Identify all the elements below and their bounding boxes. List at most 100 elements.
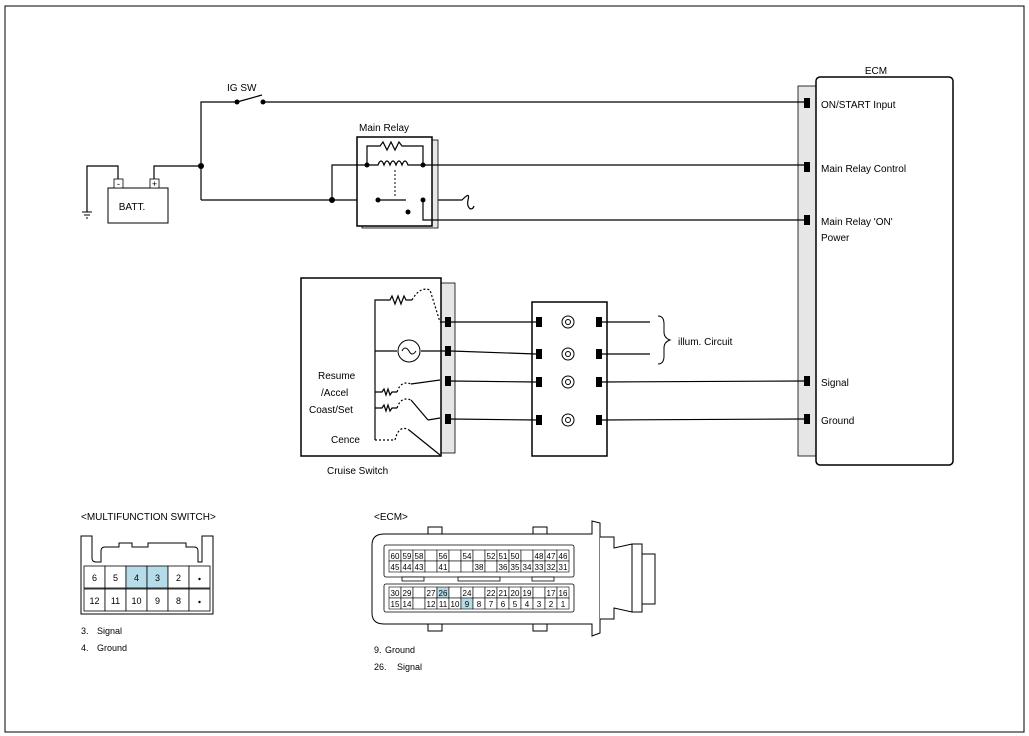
mfs-pin-label: 12 xyxy=(89,596,99,606)
ecm-pin-label: 22 xyxy=(487,589,496,598)
main-relay-label: Main Relay xyxy=(359,123,409,134)
power-wiring xyxy=(153,101,804,210)
ecm-pin-label: 51 xyxy=(499,552,508,561)
ecm-pin-label: 33 xyxy=(535,563,544,572)
switch-wiring: illum. Circuit xyxy=(445,315,805,425)
ecm-pin-cell xyxy=(412,597,426,610)
ecm-pin-cell xyxy=(448,586,462,599)
battery: - + BATT. xyxy=(107,178,169,224)
ecm-pin-label: 41 xyxy=(439,563,448,572)
cruise-resume: Resume xyxy=(318,371,356,382)
main-relay: Main Relay xyxy=(331,123,804,229)
battery-minus: - xyxy=(117,179,120,189)
ecm-pin-cell xyxy=(424,549,438,562)
ecm-pin-label: 36 xyxy=(499,563,508,572)
mfs-title: <MULTIFUNCTION SWITCH> xyxy=(81,512,216,523)
battery-label: BATT. xyxy=(119,202,145,213)
ecm-pin-label: 46 xyxy=(559,552,568,561)
ecm-pin-label: 32 xyxy=(547,563,556,572)
mfs-legend-1-text: Signal xyxy=(97,626,122,636)
cruise-switch-caption: Cruise Switch xyxy=(327,466,388,477)
ecm-pin-on-start: ON/START Input xyxy=(821,100,896,111)
ecm-pin-ground: Ground xyxy=(821,416,854,427)
ecm-pin-label: 4 xyxy=(525,600,530,609)
ecm-pin-label: 15 xyxy=(391,600,400,609)
ecm-pin-cell xyxy=(448,549,462,562)
mfs-pin-cell xyxy=(188,588,211,612)
ecm-pin-label: 58 xyxy=(415,552,424,561)
ecm-pin-cell xyxy=(448,560,462,573)
ecm-pin-cell xyxy=(520,549,534,562)
ecm-pin-label: 26 xyxy=(439,589,448,598)
ecm-pin-label: 50 xyxy=(511,552,520,561)
page-frame xyxy=(4,5,1025,733)
battery-plus: + xyxy=(152,179,157,189)
ecm-pin-label: 24 xyxy=(463,589,472,598)
mfs-legend-2-text: Ground xyxy=(97,643,127,653)
ecm-pin-cell xyxy=(472,549,486,562)
mfs-legend-1-num: 3. xyxy=(81,626,89,636)
ecm-pin-cell xyxy=(556,597,570,610)
ecm-pin-cell xyxy=(472,586,486,599)
ecm-pin-label: 60 xyxy=(391,552,400,561)
ecm-pin-label: 52 xyxy=(487,552,496,561)
ecm-pin-cell xyxy=(484,560,498,573)
cruise-accel: /Accel xyxy=(321,388,348,399)
ecm-legend-1-num: 9. xyxy=(374,645,382,655)
ecm-legend-2-num: 26. xyxy=(374,662,387,672)
mfs-pin-empty-mark xyxy=(198,577,201,581)
ecm-pin-label: 12 xyxy=(427,600,436,609)
ecm-pin-label: 59 xyxy=(403,552,412,561)
ecm-pin-label: 20 xyxy=(511,589,520,598)
mfs-pin-label: 6 xyxy=(92,573,97,583)
ecm-pin-label: 1 xyxy=(561,600,566,609)
cruise-cence: Cence xyxy=(331,435,360,446)
mfs-pin-label: 9 xyxy=(155,596,160,606)
ecm-title: ECM xyxy=(865,66,887,77)
ecm-pin-label: 10 xyxy=(451,600,460,609)
clock-spring-coil-icon xyxy=(561,315,575,427)
mfs-legend-2-num: 4. xyxy=(81,643,89,653)
ecm-pin-cell xyxy=(532,586,546,599)
ecm-pin-label: 2 xyxy=(549,600,554,609)
ecm-pin-label: 17 xyxy=(547,589,556,598)
ecm-pin-label: 6 xyxy=(501,600,506,609)
ecm-pin-cell xyxy=(424,560,438,573)
ecm-pin-main-relay-on: Main Relay 'ON' xyxy=(821,217,893,228)
ecm-pin-label: 11 xyxy=(439,600,448,609)
ecm-pin-label: 35 xyxy=(511,563,520,572)
ecm-pin-label: 54 xyxy=(463,552,472,561)
ecm-pin-label: 19 xyxy=(523,589,532,598)
ecm-pin-label: 7 xyxy=(489,600,494,609)
mfs-pin-label: 2 xyxy=(176,573,181,583)
ecm-block: ECM ON/START Input Main Relay Control Ma… xyxy=(797,66,954,466)
battery-ground-icon xyxy=(82,165,119,219)
ecm-pin-label: 30 xyxy=(391,589,400,598)
ecm-pin-label: 31 xyxy=(559,563,568,572)
ecm-pin-label: 27 xyxy=(427,589,436,598)
ecm-connector-title: <ECM> xyxy=(374,512,408,523)
ecm-pin-label: 34 xyxy=(523,563,532,572)
illum-circuit-label: illum. Circuit xyxy=(678,337,733,348)
ecm-pin-cell xyxy=(412,586,426,599)
ecm-pin-label: 29 xyxy=(403,589,412,598)
ecm-pin-label: 56 xyxy=(439,552,448,561)
ecm-pin-label: 45 xyxy=(391,563,400,572)
ig-sw-label: IG SW xyxy=(227,83,257,94)
ig-switch: IG SW xyxy=(227,83,266,105)
cruise-switch: Resume /Accel Coast/Set Cence Cruise Swi… xyxy=(300,277,456,477)
ecm-pin-signal: Signal xyxy=(821,378,849,389)
ecm-pin-label: 48 xyxy=(535,552,544,561)
ecm-pin-main-relay-control: Main Relay Control xyxy=(821,164,906,175)
clock-spring xyxy=(531,301,608,457)
ecm-pin-label: 5 xyxy=(513,600,518,609)
mfs-pin-label: 8 xyxy=(176,596,181,606)
mfs-pin-label: 10 xyxy=(131,596,141,606)
mfs-pin-label: 3 xyxy=(155,573,160,583)
ecm-pin-label: 44 xyxy=(403,563,412,572)
ecm-pin-label: 3 xyxy=(537,600,542,609)
